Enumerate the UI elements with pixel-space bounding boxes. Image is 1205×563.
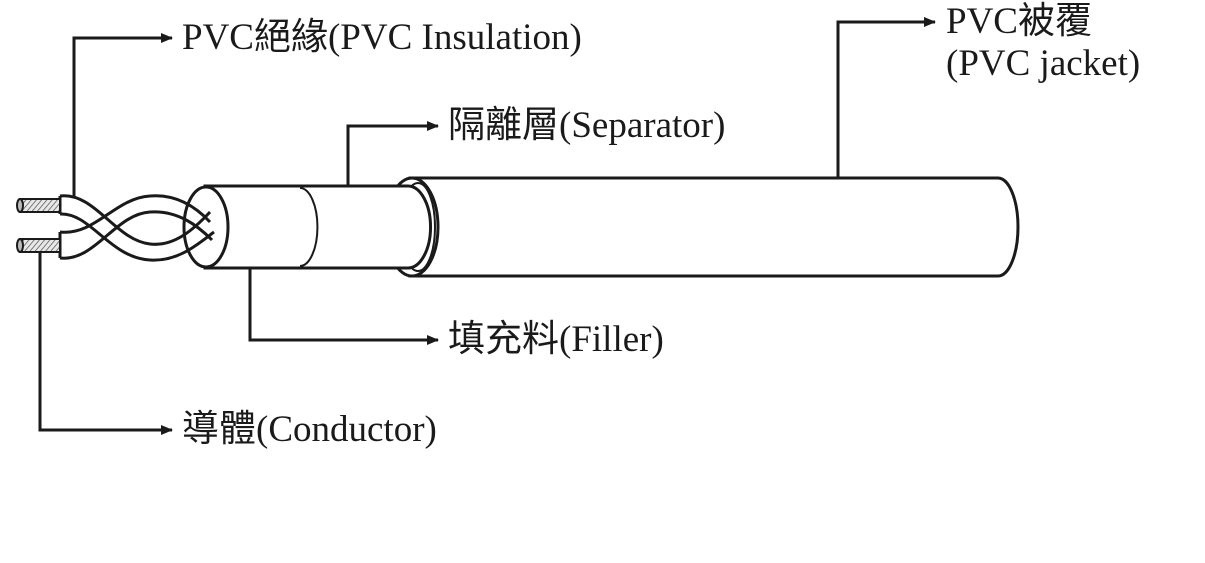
leader-separator [346, 121, 439, 186]
filler-label: 填充料(Filler) [448, 319, 664, 360]
jacket-label-line-2: (PVC jacket) [946, 43, 1141, 84]
leader-jacket [836, 17, 936, 178]
pvc-jacket-shape [384, 176, 1020, 278]
leader-lines [38, 17, 936, 435]
conductor-ends-shape [16, 198, 61, 253]
leader-conductor [38, 252, 173, 435]
jacket-label: PVC被覆 (PVC jacket) [946, 1, 1140, 85]
conductor-label: 導體(Conductor) [182, 409, 437, 450]
jacket-label-line-1: PVC被覆 [946, 1, 1092, 42]
insulation-label: PVC絕緣(PVC Insulation) [182, 17, 582, 58]
separator-shape [182, 184, 433, 270]
leader-filler [248, 268, 439, 345]
separator-label: 隔離層(Separator) [448, 105, 726, 146]
leader-insulation [72, 33, 173, 198]
